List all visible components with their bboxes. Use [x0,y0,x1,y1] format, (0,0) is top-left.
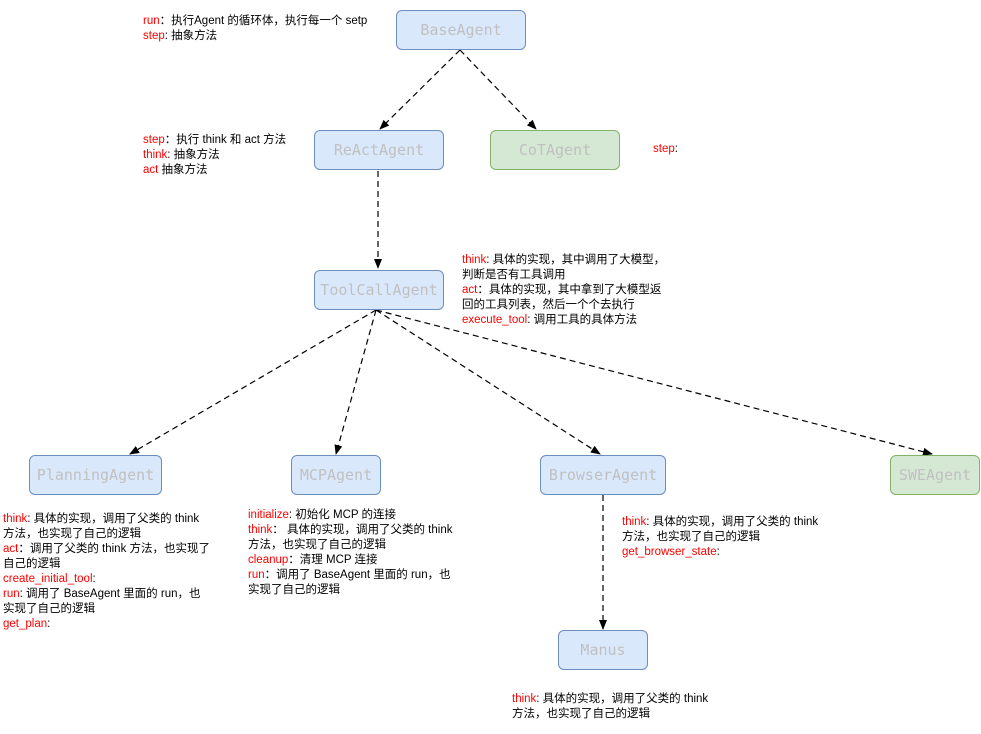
edge-base-to-cot [459,49,537,130]
note-line: 判断是否有工具调用 [462,269,566,281]
edge-toolcall-to-swe [375,309,933,456]
note-line: run: 调用了 BaseAgent 里面的 run，也 [3,588,201,600]
note-line: act 抽象方法 [143,164,208,176]
note-line: act：调用了父类的 think 方法，也实现了 [3,543,211,555]
note-line: run：执行Agent 的循环体，执行每一个 setp [143,15,368,27]
node-mcp-agent[interactable]: MCPAgent [291,455,381,495]
note-toolcall-agent: think: 具体的实现，其中调用了大模型， 判断是否有工具调用 act：具体的… [462,253,665,328]
note-line: think: 具体的实现，其中调用了大模型， [462,254,666,266]
node-toolcall-agent[interactable]: ToolCallAgent [314,270,444,310]
note-line: think: 具体的实现，调用了父类的 think [3,513,200,525]
note-line: execute_tool: 调用工具的具体方法 [462,314,638,326]
edge-toolcall-to-planning [129,309,377,455]
node-browser-agent[interactable]: BrowserAgent [540,455,666,495]
note-line: think: 具体的实现，调用了父类的 think [622,516,819,528]
note-line: run：调用了 BaseAgent 里面的 run，也 [248,569,451,581]
note-line: get_browser_state: [622,546,720,558]
note-line: initialize: 初始化 MCP 的连接 [248,509,397,521]
note-planning-agent: think: 具体的实现，调用了父类的 think 方法，也实现了自己的逻辑 a… [3,512,210,632]
node-cot-agent[interactable]: CoTAgent [490,130,620,170]
note-line: think: 抽象方法 [143,149,220,161]
note-line: step：执行 think 和 act 方法 [143,134,287,146]
note-line: 自己的逻辑 [3,558,61,570]
note-line: 实现了自己的逻辑 [248,584,340,596]
edge-base-to-react [379,49,461,130]
edge-toolcall-to-browser [375,309,601,455]
node-planning-agent[interactable]: PlanningAgent [29,455,162,495]
note-line: step: 抽象方法 [143,30,218,42]
note-line: 回的工具列表，然后一个个去执行 [462,299,635,311]
note-mcp-agent: initialize: 初始化 MCP 的连接 think： 具体的实现，调用了… [248,508,452,598]
note-line: think: 具体的实现，调用了父类的 think [512,693,709,705]
note-line: think： 具体的实现，调用了父类的 think [248,524,453,536]
note-line: act：具体的实现，其中拿到了大模型返 [462,284,662,296]
note-manus: think: 具体的实现，调用了父类的 think 方法，也实现了自己的逻辑 [512,692,708,722]
note-line: 方法，也实现了自己的逻辑 [3,528,141,540]
note-base-agent: run：执行Agent 的循环体，执行每一个 setp step: 抽象方法 [143,14,367,44]
note-line: 方法，也实现了自己的逻辑 [248,539,386,551]
node-swe-agent[interactable]: SWEAgent [890,455,980,495]
node-react-agent[interactable]: ReActAgent [314,130,444,170]
note-react-agent: step：执行 think 和 act 方法 think: 抽象方法 act 抽… [143,133,286,178]
note-line: step: [653,143,678,155]
note-line: 实现了自己的逻辑 [3,603,95,615]
edge-toolcall-to-mcp [334,309,377,455]
note-line: 方法，也实现了自己的逻辑 [512,708,650,720]
node-base-agent[interactable]: BaseAgent [396,10,526,50]
note-cot-agent: step: [653,142,678,157]
note-line: 方法，也实现了自己的逻辑 [622,531,760,543]
note-line: cleanup：清理 MCP 连接 [248,554,378,566]
node-manus[interactable]: Manus [558,630,648,670]
note-line: get_plan: [3,618,51,630]
note-browser-agent: think: 具体的实现，调用了父类的 think 方法，也实现了自己的逻辑 g… [622,515,818,560]
note-line: create_initial_tool: [3,573,96,585]
